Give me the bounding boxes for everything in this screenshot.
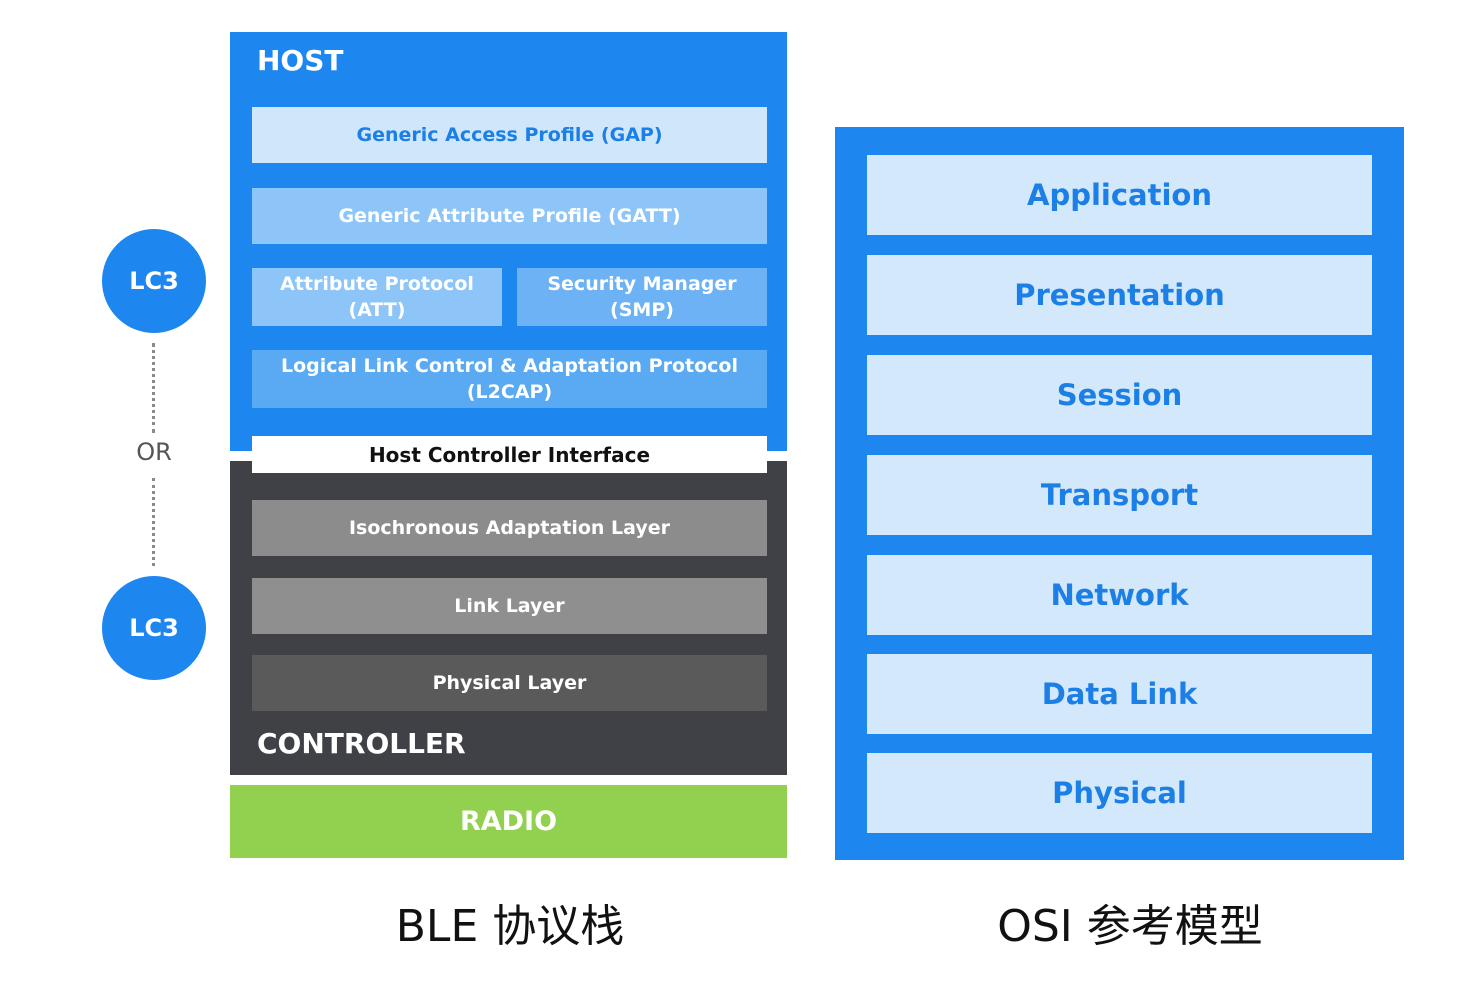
osi-layer-label: Presentation [1014,278,1225,312]
osi-layer-network: Network [867,555,1372,635]
isoal-layer: Isochronous Adaptation Layer [252,500,767,556]
radio-block: RADIO [230,785,787,858]
link-layer: Link Layer [252,578,767,634]
osi-layer-label: Session [1056,378,1183,412]
radio-label: RADIO [459,806,558,837]
ble-stack-caption: BLE 协议栈 [395,901,625,952]
smp-abbrev: (SMP) [610,299,674,321]
controller-title: CONTROLLER [257,727,466,760]
physical-layer-label: Physical Layer [432,672,587,694]
osi-layer-transport: Transport [867,455,1372,535]
hci-layer: Host Controller Interface [252,436,767,473]
osi-layer-label: Application [1027,178,1212,212]
osi-layer-label: Transport [1040,478,1199,512]
att-label: Attribute Protocol [280,273,474,295]
gap-layer: Generic Access Profile (GAP) [252,107,767,163]
lc3-bottom-label: LC3 [129,614,179,642]
osi-layer-physical: Physical [867,753,1372,833]
smp-label: Security Manager [547,273,737,295]
physical-layer: Physical Layer [252,655,767,711]
l2cap-abbrev: (L2CAP) [466,381,553,403]
gatt-label: Generic Attribute Profile (GATT) [338,205,681,227]
osi-layer-session: Session [867,355,1372,435]
osi-layer-application: Application [867,155,1372,235]
lc3-codec-top: LC3 [102,229,206,333]
osi-model-caption: OSI 参考模型 [997,901,1263,952]
l2cap-label: Logical Link Control & Adaptation Protoc… [281,355,738,377]
att-layer: Attribute Protocol (ATT) [252,268,502,326]
isoal-label: Isochronous Adaptation Layer [348,517,671,539]
lc3-top-label: LC3 [129,267,179,295]
osi-layer-data-link: Data Link [867,654,1372,734]
dotted-connector-top [152,343,155,433]
osi-layer-presentation: Presentation [867,255,1372,335]
l2cap-layer: Logical Link Control & Adaptation Protoc… [252,350,767,408]
or-label: OR [136,438,172,466]
gatt-layer: Generic Attribute Profile (GATT) [252,188,767,244]
link-layer-label: Link Layer [454,595,565,617]
lc3-codec-bottom: LC3 [102,576,206,680]
osi-layer-label: Physical [1052,776,1187,810]
host-title: HOST [257,44,344,77]
osi-layer-label: Data Link [1041,677,1198,711]
hci-label: Host Controller Interface [368,442,651,467]
gap-label: Generic Access Profile (GAP) [356,124,663,146]
smp-layer: Security Manager (SMP) [517,268,767,326]
dotted-connector-bottom [152,478,155,566]
att-abbrev: (ATT) [348,299,406,321]
osi-layer-label: Network [1050,578,1189,612]
